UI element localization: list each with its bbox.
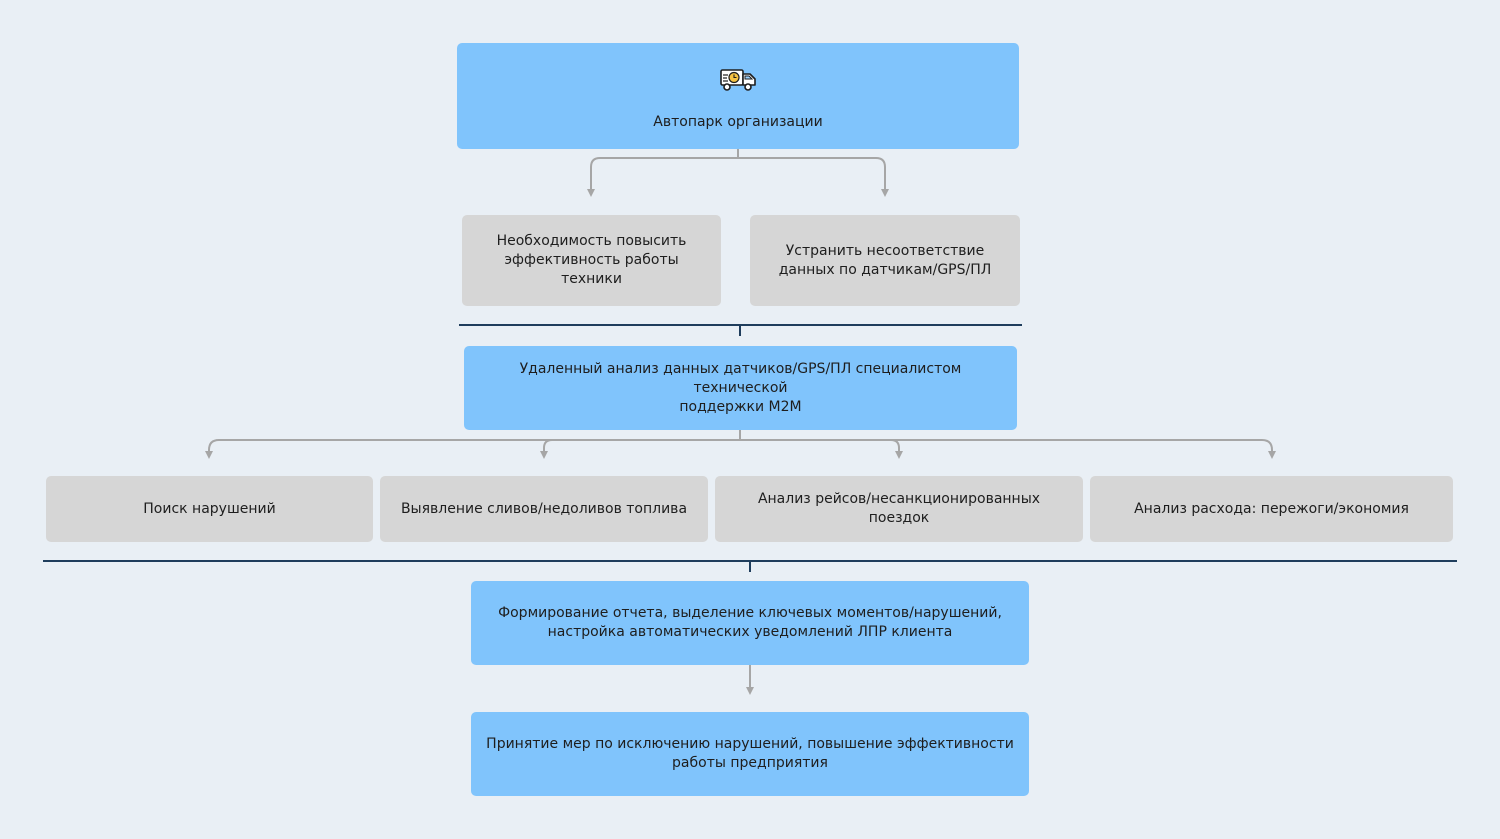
delivery-truck-icon <box>720 68 756 91</box>
connector-to-task-2 <box>540 439 740 459</box>
node-need-efficiency: Необходимость повысить эффективность раб… <box>462 215 721 306</box>
connector-to-task-1 <box>205 439 740 459</box>
node-task-consumption: Анализ расхода: пережоги/экономия <box>1090 476 1453 542</box>
node-remote-analysis-line-2: поддержки M2M <box>679 398 802 415</box>
node-fleet-label: Автопарк организации <box>653 113 823 130</box>
node-report-line-1: Формирование отчета, выделение ключевых … <box>498 605 1002 621</box>
node-need-efficiency-line-2: эффективность работы техники <box>504 252 679 287</box>
connector-root-to-need-1 <box>587 157 738 197</box>
node-report-line-2: настройка автоматических уведомлений ЛПР… <box>547 624 953 640</box>
node-task-fuel-drain: Выявление сливов/недоливов топлива <box>380 476 708 542</box>
node-result-line-2: работы предприятия <box>672 755 828 771</box>
node-need-data-mismatch-line-2: данных по датчикам/GPS/ПЛ <box>778 261 992 278</box>
node-need-efficiency-line-1: Необходимость повысить <box>496 233 687 249</box>
node-task-fuel-drain-label: Выявление сливов/недоливов топлива <box>400 500 688 517</box>
connector-to-task-4 <box>740 439 1276 459</box>
node-need-data-mismatch-line-1: Устранить несоответствие <box>785 242 985 259</box>
connector-root-to-need-2 <box>738 157 889 197</box>
node-task-consumption-label: Анализ расхода: пережоги/экономия <box>1134 500 1409 517</box>
node-task-trips: Анализ рейсов/несанкционированных поездо… <box>715 476 1083 542</box>
node-fleet: Автопарк организации <box>457 43 1019 149</box>
node-report: Формирование отчета, выделение ключевых … <box>471 581 1029 665</box>
node-task-violations-label: Поиск нарушений <box>143 500 276 517</box>
connector-to-task-3 <box>740 439 903 459</box>
node-task-trips-label: Анализ рейсов/несанкционированных поездо… <box>757 491 1041 526</box>
node-task-violations: Поиск нарушений <box>46 476 373 542</box>
node-result: Принятие мер по исключению нарушений, по… <box>471 712 1029 796</box>
node-remote-analysis: Удаленный анализ данных датчиков/GPS/ПЛ … <box>464 346 1017 430</box>
node-result-line-1: Принятие мер по исключению нарушений, по… <box>486 736 1014 752</box>
node-remote-analysis-line-1: Удаленный анализ данных датчиков/GPS/ПЛ … <box>519 360 962 396</box>
node-need-data-mismatch: Устранить несоответствие данных по датчи… <box>750 215 1020 306</box>
